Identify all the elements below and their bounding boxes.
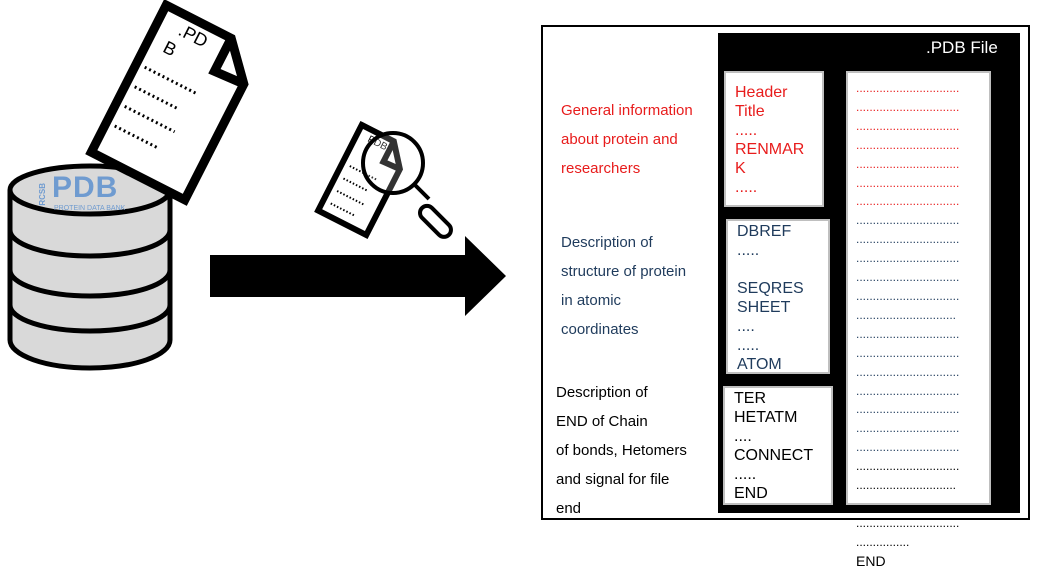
dotted-record-line: ............................... [856, 459, 960, 474]
dotted-record-line: ............................... [856, 496, 960, 511]
dotted-record-line: ............................... [856, 364, 960, 379]
desc-line: of bonds, Hetomers [556, 442, 687, 459]
desc-line: researchers [561, 160, 641, 177]
file-contents-lines: ........................................… [856, 79, 989, 571]
pdb-file-title: .PDB File [926, 38, 998, 57]
dotted-record-line: ............................... [856, 81, 960, 95]
desc-line: Description of [556, 384, 648, 401]
rcsb-pdb-logo: RCSB PDB PROTEIN DATA BANK [38, 171, 148, 217]
document-outline-icon [85, 0, 249, 206]
desc-line: and signal for file [556, 471, 670, 488]
header-box: Header Title ..... RENMAR K ..... [724, 71, 824, 207]
right-arrow-icon [210, 236, 506, 316]
end-record-line: END [856, 552, 886, 569]
logo-sub-text: PROTEIN DATA BANK [54, 205, 126, 212]
desc-line: structure of protein [561, 263, 687, 280]
dotted-record-line: ............................... [856, 421, 960, 436]
dotted-record-line: ............................... [856, 383, 960, 398]
logo-side-text: RCSB [38, 183, 47, 206]
record-line: .... [734, 428, 752, 445]
record-line: DBREF [737, 223, 792, 240]
record-line: K [735, 160, 746, 177]
logo-main-text: PDB [52, 171, 119, 204]
record-line: END [734, 485, 768, 502]
record-line: CONNECT [734, 447, 814, 464]
dotted-record-line: ............................... [856, 326, 960, 341]
dotted-record-line: ................ [856, 534, 910, 549]
dotted-record-line: ............................... [856, 270, 960, 285]
dotted-record-line: ............................... [856, 156, 960, 171]
dotted-record-line: ............................... [856, 232, 960, 247]
document-small-outline-icon [314, 120, 404, 240]
desc-general: General information about protein and re… [561, 96, 693, 183]
dotted-record-line: ............................... [856, 440, 960, 455]
database-icon [7, 163, 173, 371]
dotted-record-line: ............................... [856, 288, 960, 303]
dotted-record-line: .............................. [856, 478, 957, 493]
file-contents-box: ........................................… [846, 71, 991, 569]
dotted-record-line: ............................... [856, 99, 960, 114]
desc-line: end [556, 500, 582, 517]
record-line: SHEET [737, 299, 791, 316]
desc-structure: Description of structure of protein in a… [561, 228, 686, 344]
dotted-record-line: ............................... [856, 118, 960, 133]
pdb-document-large: .PD B [85, 0, 267, 207]
record-line: ..... [737, 242, 760, 259]
record-line: TER [734, 390, 766, 407]
record-line: RENMAR [735, 141, 805, 158]
desc-line: in atomic [561, 292, 622, 309]
record-line: SEQRES [737, 280, 804, 297]
dotted-record-line: ............................... [856, 345, 960, 360]
desc-line: END of Chain [556, 413, 648, 430]
magnifier-icon [361, 131, 453, 239]
dotted-record-line: ............................... [856, 175, 960, 190]
dotted-record-line: ............................... [856, 515, 960, 530]
record-line: .... [737, 318, 755, 335]
record-line: ..... [735, 122, 758, 139]
dotted-record-line: ............................... [856, 137, 960, 152]
record-line: HETATM [734, 409, 798, 426]
record-line: ATOM [737, 356, 782, 373]
desc-end: Description of END of Chain of bonds, He… [556, 378, 687, 523]
desc-line: about protein and [561, 131, 678, 148]
dotted-record-line: ............................... [856, 213, 960, 228]
dotted-record-line: ............................... [856, 402, 960, 417]
end-box: TER HETATM .... CONNECT ..... END [723, 386, 833, 505]
pdb-document-small: PDB [313, 120, 415, 241]
record-line: Header [735, 84, 788, 101]
dotted-record-line: .............................. [856, 307, 957, 322]
record-line: ..... [735, 179, 758, 196]
record-line: ..... [734, 466, 757, 483]
desc-line: Description of [561, 234, 653, 251]
dotted-record-line: ............................... [856, 194, 960, 209]
dotted-record-line: ............................... [856, 251, 960, 266]
structure-box: DBREF ..... SEQRES SHEET .... ..... ATOM [726, 219, 830, 374]
record-line: Title [735, 103, 765, 120]
record-line: ..... [737, 337, 760, 354]
desc-line: coordinates [561, 321, 639, 338]
record-line [737, 260, 828, 279]
desc-line: General information [561, 102, 693, 119]
